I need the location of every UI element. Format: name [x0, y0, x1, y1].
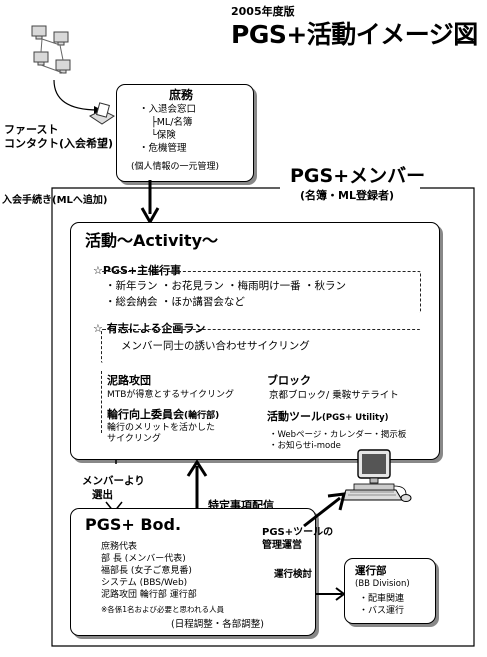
tool-mgmt-arrow: [303, 492, 346, 528]
tools-item: ・Webページ・カレンダー・掲示板: [269, 430, 407, 440]
ops-item: ・配車関連: [359, 594, 405, 604]
main-events-title: ☆PGS+主催行事: [93, 264, 182, 277]
tools-item: ・お知らせi-mode: [269, 441, 341, 451]
secretariat-title: 庶務: [169, 88, 194, 102]
rinko-text: 輪行のメリットを活かした: [107, 423, 216, 433]
operation-arrow: [316, 587, 346, 601]
first-contact-label-line2: コンタクト(入会希望): [4, 137, 114, 150]
network-computers-icon: [31, 25, 71, 74]
enroll-arrow: [140, 180, 160, 226]
activity-box: 活動～Activity～ ☆PGS+主催行事 ・新年ラン ・お花見ラン ・梅雨明…: [70, 222, 440, 460]
bod-item: 福部長 (女子ご意見番): [101, 566, 192, 576]
tools-title: 活動ツール(PGS+ Utility): [267, 411, 389, 423]
secretariat-item: ・危機管理: [139, 143, 187, 154]
volunteer-runs-frame: [101, 329, 421, 363]
secretariat-item: └保険: [151, 130, 176, 141]
offroad-title: 泥路攻団: [107, 374, 151, 387]
ops-box: 運行部 (BB Division) ・配車関連 ・バス運行: [344, 558, 436, 624]
year-label: 2005年度版: [231, 5, 295, 18]
rinko-text: サイクリング: [107, 434, 161, 444]
tool-mgmt-label-line2: 管理運営: [262, 540, 302, 551]
block-text: 京都ブロック/ 乗鞍サテライト: [269, 390, 399, 401]
block-title: ブロック: [267, 374, 311, 387]
rinko-title-suffix: (輪行部): [184, 411, 220, 421]
activity-title: 活動～Activity～: [85, 231, 218, 250]
ops-item: ・バス運行: [359, 606, 405, 616]
sub-activities-connector: [101, 371, 102, 433]
ops-subtitle: (BB Division): [355, 579, 410, 589]
bod-footer: (日程調整・各部調整): [171, 619, 264, 630]
bod-item: システム (BBS/Web): [101, 578, 188, 588]
bod-note: ※各係1名および必要と思われる人員: [101, 605, 225, 614]
secretariat-note: (個人情報の一元管理): [131, 162, 220, 172]
tools-title-suffix: (PGS+ Utility): [322, 413, 389, 423]
offroad-text: MTBが得意とするサイクリング: [107, 390, 234, 400]
bod-item: 庶務代表: [101, 542, 138, 552]
first-contact-label-line1: ファースト: [4, 123, 59, 136]
member-elect-arrow: [115, 460, 117, 464]
secretariat-box: 庶務 ・入退会窓口 ├ML/名簿 └保険 ・危機管理 (個人情報の一元管理): [116, 84, 254, 182]
tool-mgmt-label-line1: PGS+ツールの: [262, 527, 334, 538]
page-title: PGS+活動イメージ図: [231, 20, 478, 49]
main-events-line: ・新年ラン ・お花見ラン ・梅雨明け一番 ・秋ラン: [105, 280, 347, 292]
ops-title: 運行部: [355, 565, 387, 577]
bod-item: 部 長 (メンバー代表): [101, 554, 186, 564]
secretariat-item: ・入退会窓口: [139, 104, 197, 115]
member-subtitle: (名簿・ML登録者): [300, 189, 395, 202]
bod-box: PGS+ Bod. 庶務代表 部 長 (メンバー代表) 福部長 (女子ご意見番)…: [70, 508, 316, 636]
volunteer-runs-text: メンバー同士の誘い合わせサイクリング: [121, 340, 310, 352]
member-elect-label-line1: メンバーより: [82, 475, 145, 487]
mail-tray-icon: [89, 102, 115, 125]
special-notice-label: 特定事項配信: [208, 499, 274, 512]
main-events-line: ・総会納会 ・ほか講習会など: [105, 296, 245, 308]
volunteer-runs-title: ☆ 有志による企画ラン: [93, 322, 206, 335]
computer-icon: [341, 449, 412, 502]
operation-label: 運行検討: [274, 569, 313, 580]
rinko-title-text: 輪行向上委員会: [107, 408, 184, 421]
bod-title: PGS+ Bod.: [85, 515, 182, 534]
bod-item: 泥路攻団 輪行部 運行部: [101, 590, 197, 600]
rinko-title: 輪行向上委員会(輪行部): [107, 409, 219, 421]
main-events-frame: [101, 271, 421, 313]
secretariat-item: ├ML/名簿: [151, 117, 193, 128]
member-elect-label-line2: 選出: [92, 489, 113, 501]
enroll-label: 入会手続き(MLへ追加): [2, 195, 108, 206]
tools-title-text: 活動ツール: [267, 410, 322, 423]
member-title: PGS+メンバー: [290, 165, 426, 187]
